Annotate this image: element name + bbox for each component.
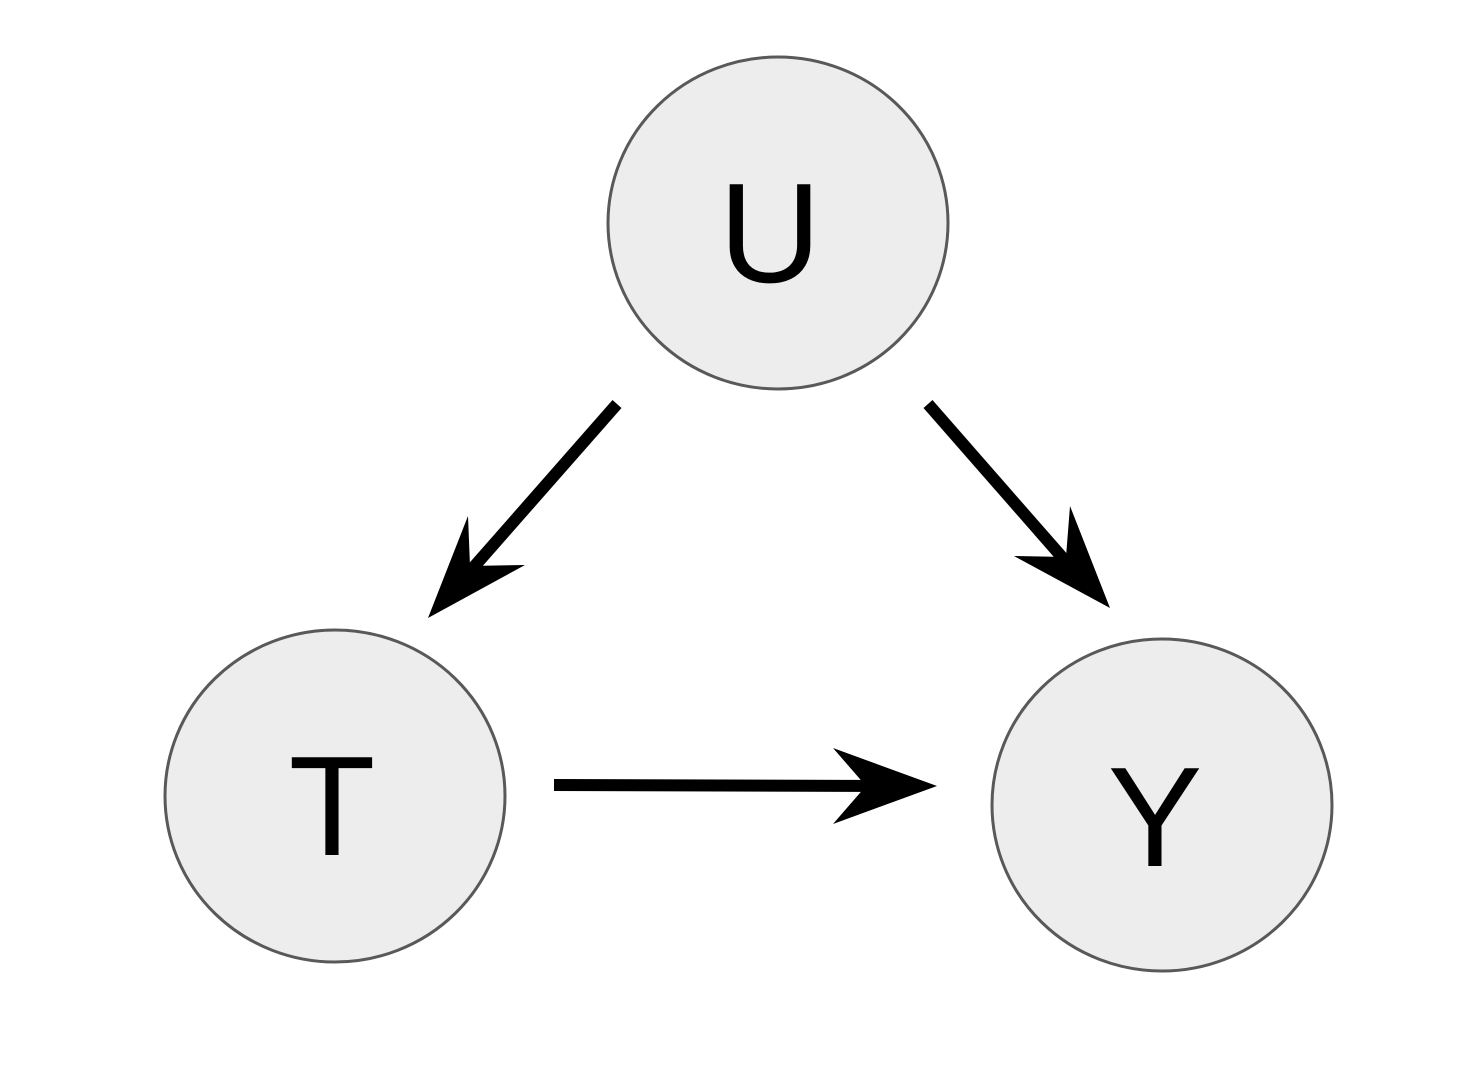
node-y-label: Y [1108, 738, 1203, 897]
node-y: Y [990, 637, 1334, 973]
edge-u-to-t-arrowhead [428, 516, 525, 618]
node-t: T [163, 628, 507, 964]
edge-u-to-y-shaft [923, 400, 1080, 576]
node-y-circle [990, 637, 1334, 973]
edge-u-to-t [428, 400, 622, 618]
edge-u-to-y-arrowhead [1014, 506, 1110, 608]
edge-t-to-y-arrowhead [833, 748, 937, 824]
node-u: U [606, 55, 950, 391]
edge-u-to-y [923, 400, 1110, 608]
node-t-label: T [289, 727, 376, 886]
node-t-circle [163, 628, 507, 964]
node-u-circle [606, 55, 950, 391]
edge-t-to-y [553, 748, 937, 824]
edge-t-to-y-shaft [553, 779, 891, 792]
edge-u-to-t-shaft [460, 400, 622, 581]
node-u-label: U [719, 154, 822, 313]
